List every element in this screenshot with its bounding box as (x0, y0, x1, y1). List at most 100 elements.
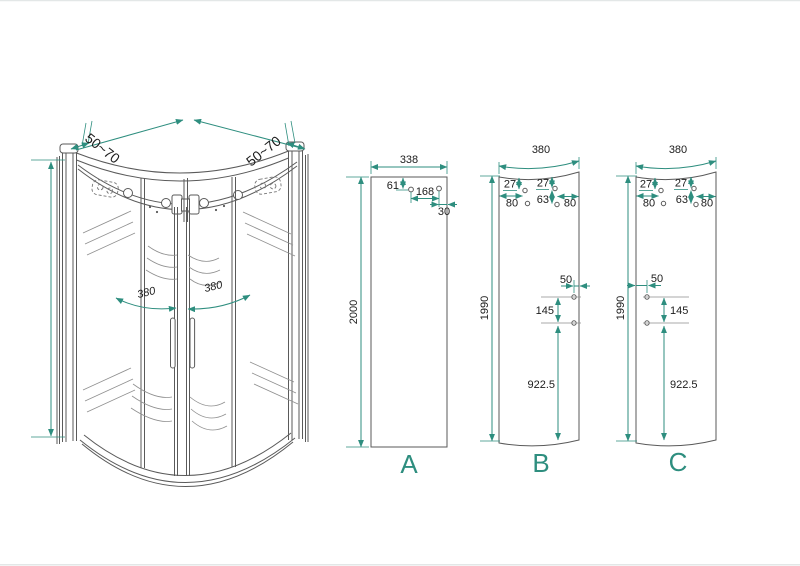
width-arrow (635, 160, 717, 171)
dimension-a-hole-top: 61 (387, 177, 408, 192)
panel-c-top-left-edge: 80 (643, 198, 655, 210)
fixed-panel-stiles (140, 177, 236, 468)
dimension-b-width: 380 (498, 144, 580, 174)
panel-c-hole (693, 201, 699, 208)
panel-c-bottom-label: 922.5 (670, 379, 698, 391)
panel-b-height-label: 1990 (479, 296, 491, 320)
top-rim (76, 150, 289, 182)
door-stiles (174, 207, 190, 476)
ext-lines (81, 120, 93, 147)
panel-c-label: C (669, 447, 688, 477)
ext-lines (635, 157, 717, 174)
glass-decor-left-fixed (82, 210, 136, 413)
panel-a-height-label: 2000 (348, 300, 360, 324)
panel-c-height-label: 1990 (615, 296, 627, 320)
rim-center-joint (183, 178, 188, 222)
door-width-left-label: 380 (136, 285, 157, 301)
height-ticks (480, 175, 500, 442)
dimension-b-top-left: 27 80 (499, 177, 523, 210)
door-right-arc (187, 294, 251, 313)
roller-wheel (199, 198, 209, 208)
dimension-b-mid-bottom: 922.5 (527, 325, 561, 441)
ext-lines (498, 157, 580, 174)
corner-post-right (285, 141, 305, 440)
bracket-hole (96, 183, 104, 191)
dimension-b-height: 1990 (479, 175, 500, 442)
panel-c-width-label: 380 (669, 144, 687, 156)
hidden-bracket-left (91, 179, 119, 198)
wall-strip-right (305, 154, 309, 442)
dimension-a-width: 338 (370, 154, 448, 174)
dimension-c-width: 380 (635, 144, 717, 174)
dimension-c-top-right: 27 63 80 (674, 176, 716, 210)
hole-level-lines (541, 296, 581, 324)
dimension-a-edge-offset: 30 (430, 201, 457, 218)
bracket-hole (269, 182, 277, 190)
dimension-c-top-left: 27 80 (636, 177, 659, 210)
panel-a-label: A (400, 449, 418, 479)
post-left-lines (62, 153, 77, 442)
panel-b-hole (522, 187, 528, 194)
panel-b-label: B (532, 448, 549, 478)
glass-decor-right-door (187, 254, 228, 431)
panel-b-top-left-edge: 80 (506, 198, 518, 210)
dimension-iso-height (31, 159, 65, 438)
panel-c-top-right-gap: 63 (676, 194, 688, 206)
panel-b-top-left-offset: 27 (504, 179, 516, 191)
dimension-b-mid-spacing: 145 (536, 297, 561, 323)
iso-view: 50~70 50~70 380 380 (31, 118, 309, 487)
screw (148, 205, 152, 209)
door-handle-right (189, 317, 196, 369)
panel-a-top-offset-label: 61 (387, 180, 399, 192)
bracket-outline (91, 179, 119, 198)
panel-b-hole (524, 200, 531, 207)
panel-a-hole (436, 185, 442, 192)
door-bracket-right (188, 194, 200, 215)
panel-a-width-label: 338 (400, 154, 418, 166)
post-cap-left (59, 143, 79, 154)
wall-strip-left (56, 156, 60, 444)
panel-c-hole (660, 200, 667, 207)
panel-a-spacing-label: 168 (416, 186, 434, 198)
screw (222, 204, 226, 208)
corner-post-left (59, 143, 79, 442)
door-handles (170, 317, 196, 369)
panel-b-mid-spacing-label: 145 (536, 305, 554, 317)
dimension-c-mid-edge: 50 (627, 273, 663, 293)
dimension-a-height: 2000 (346, 176, 369, 448)
roller-wheel (161, 198, 171, 208)
dimension-c-height: 1990 (615, 175, 637, 442)
panel-b-hole (552, 185, 558, 192)
panel-a-edge-offset-label: 30 (438, 206, 450, 218)
gap-arrow (286, 142, 306, 150)
panel-b-bottom-label: 922.5 (527, 379, 555, 391)
panel-a-hole (408, 186, 414, 193)
door-left-arc (115, 297, 177, 312)
bottom-rail (79, 432, 296, 487)
panel-b-top-right-gap: 63 (537, 194, 549, 206)
width-arrow (498, 160, 580, 171)
dimension-b-mid-edge: 50 (560, 274, 590, 293)
height-ticks (31, 159, 65, 438)
panel-a: 338 2000 61 168 30 A (346, 154, 457, 479)
height-ticks (616, 175, 637, 442)
panel-b-hole (554, 201, 560, 208)
door-width-right-label: 380 (203, 279, 224, 295)
panel-c-top-right-edge: 80 (701, 198, 713, 210)
dimension-wall-gap-right: 50~70 (243, 120, 306, 169)
hole-level-lines (643, 296, 689, 324)
corner-v-right-line (193, 118, 302, 149)
panel-c-hole (658, 187, 664, 194)
door-handle-left (170, 317, 176, 369)
ext-lines (284, 120, 296, 147)
dimension-a-hole-spacing: 168 (410, 186, 440, 207)
screw (214, 208, 218, 212)
roller-wheel (233, 190, 243, 200)
wall-gap-left-label: 50~70 (82, 130, 123, 167)
bracket-connector (181, 198, 190, 212)
corner-v-left-line (75, 119, 184, 151)
dimension-door-right: 380 (187, 279, 251, 313)
panel-b-outline (498, 171, 580, 447)
panel-b-width-label: 380 (532, 144, 550, 156)
